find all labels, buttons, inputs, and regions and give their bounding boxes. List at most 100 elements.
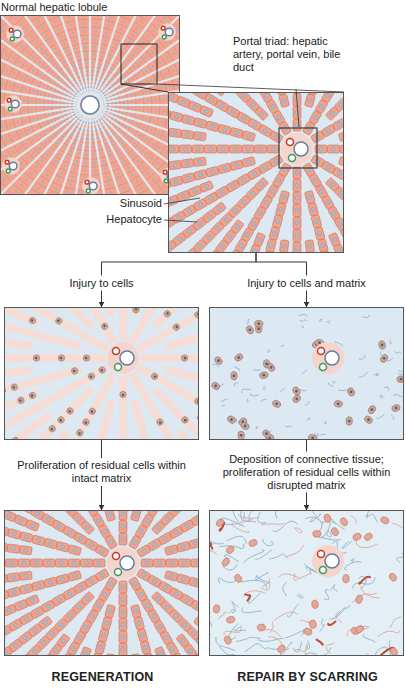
cord-remnant (105, 308, 116, 317)
hepatocyte-body (293, 94, 301, 106)
cell-border (157, 117, 159, 125)
cell-nucleus (257, 328, 260, 331)
cord-remnant (31, 375, 45, 386)
cell-border (77, 132, 80, 133)
cell-border (131, 29, 140, 34)
cell-border (131, 85, 133, 90)
injured-cell (149, 308, 158, 309)
matrix-fragment (221, 399, 227, 402)
hepatocyte-body (260, 93, 273, 103)
hepatocyte-nucleus (108, 24, 110, 26)
cord-remnant (43, 354, 55, 362)
hepatocyte-body (169, 145, 179, 153)
matrix-fragment (327, 320, 330, 323)
sinusoid (99, 110, 179, 167)
cell-nucleus (257, 322, 260, 325)
residual-cell (308, 434, 318, 439)
hepatocyte-body (334, 186, 343, 200)
cell-border (113, 39, 121, 42)
hepatocyte-nucleus (245, 232, 250, 237)
cell-border (1, 23, 5, 33)
hepatocyte-nucleus (152, 29, 154, 31)
intact-matrix (130, 308, 141, 317)
hepatocyte-nucleus (75, 160, 77, 162)
hepatocyte-nucleus (295, 184, 299, 188)
hepatocyte-nucleus (338, 102, 343, 108)
hepatocyte-nucleus (142, 41, 144, 43)
matrix-fragment (254, 370, 260, 371)
hepatocyte-nucleus (106, 176, 108, 178)
portal-vein (13, 30, 21, 38)
hepatocyte-body (169, 176, 183, 187)
hepatocyte-nucleus (161, 87, 163, 89)
hepatocyte-body (293, 217, 301, 229)
intact-matrix (119, 376, 127, 388)
hepatocyte-nucleus (152, 579, 157, 584)
hepatocyte (184, 248, 198, 252)
cell-border (69, 81, 72, 83)
hepatocyte-body (293, 93, 301, 94)
hepatocyte-nucleus (263, 93, 268, 98)
hepatocyte-body (262, 251, 273, 252)
hepatocyte-nucleus (130, 114, 132, 116)
cell-border (128, 127, 131, 132)
cell-border (123, 133, 126, 137)
cell-border (101, 164, 108, 166)
hepatocyte-nucleus (17, 121, 19, 123)
cell-border (50, 43, 57, 47)
cord-remnant (105, 399, 116, 413)
intact-matrix (67, 436, 80, 439)
cell-border (112, 84, 114, 87)
hepatocyte-nucleus (330, 111, 336, 117)
hepatocyte-nucleus (68, 16, 70, 18)
tissue-panel: Normal hepatic lobule (0, 15, 180, 195)
intact-matrix (105, 399, 116, 413)
cell-border (91, 166, 98, 168)
hepatocyte (212, 93, 226, 96)
hepatocyte-body (304, 94, 315, 108)
hepatocyte-nucleus (105, 65, 107, 67)
cell-border (123, 62, 128, 66)
cell-border (85, 142, 89, 143)
hepatocyte-nucleus (125, 126, 127, 128)
pyknotic-nucleus (30, 394, 33, 397)
hepatocyte-nucleus (81, 71, 83, 73)
hepatocyte-nucleus (270, 104, 275, 109)
hepatocyte-nucleus (110, 191, 112, 193)
cord-remnant (186, 421, 198, 435)
matrix-fragment (393, 394, 402, 396)
intact-matrix (101, 411, 112, 425)
cell-border (134, 113, 135, 118)
hepatocyte-nucleus (33, 138, 35, 140)
hepatocyte-nucleus (63, 102, 65, 104)
hepatocyte-nucleus (70, 184, 72, 186)
hepatocyte-nucleus (177, 236, 183, 242)
cell-border (119, 101, 120, 105)
portal-tract (82, 177, 100, 194)
cell-border (42, 49, 48, 54)
pyknotic-nucleus (100, 368, 104, 372)
hepatic-artery (161, 26, 165, 30)
cord-remnant (5, 404, 6, 416)
cell-border (141, 147, 146, 153)
hepatocyte-nucleus (307, 98, 312, 103)
cell-border (8, 190, 18, 194)
hepatocyte-nucleus (157, 132, 159, 134)
hepatocyte-body (176, 190, 190, 202)
hepatocyte-nucleus (192, 189, 197, 194)
cell-nucleus (337, 402, 340, 405)
hepatocyte (119, 631, 127, 643)
cell-border (124, 118, 126, 122)
hepatocyte-nucleus (219, 190, 224, 195)
intact-matrix (5, 369, 8, 379)
hepatocyte-nucleus (56, 112, 58, 114)
cell-border (105, 146, 110, 148)
cell-border (46, 36, 54, 41)
residual-cell (245, 325, 255, 335)
hepatocyte-nucleus (259, 111, 265, 117)
cord-remnant (164, 365, 178, 376)
cell-border (70, 172, 78, 174)
hepatocyte-nucleus (107, 133, 109, 135)
intact-matrix (49, 438, 63, 439)
cord-remnant (176, 336, 190, 347)
